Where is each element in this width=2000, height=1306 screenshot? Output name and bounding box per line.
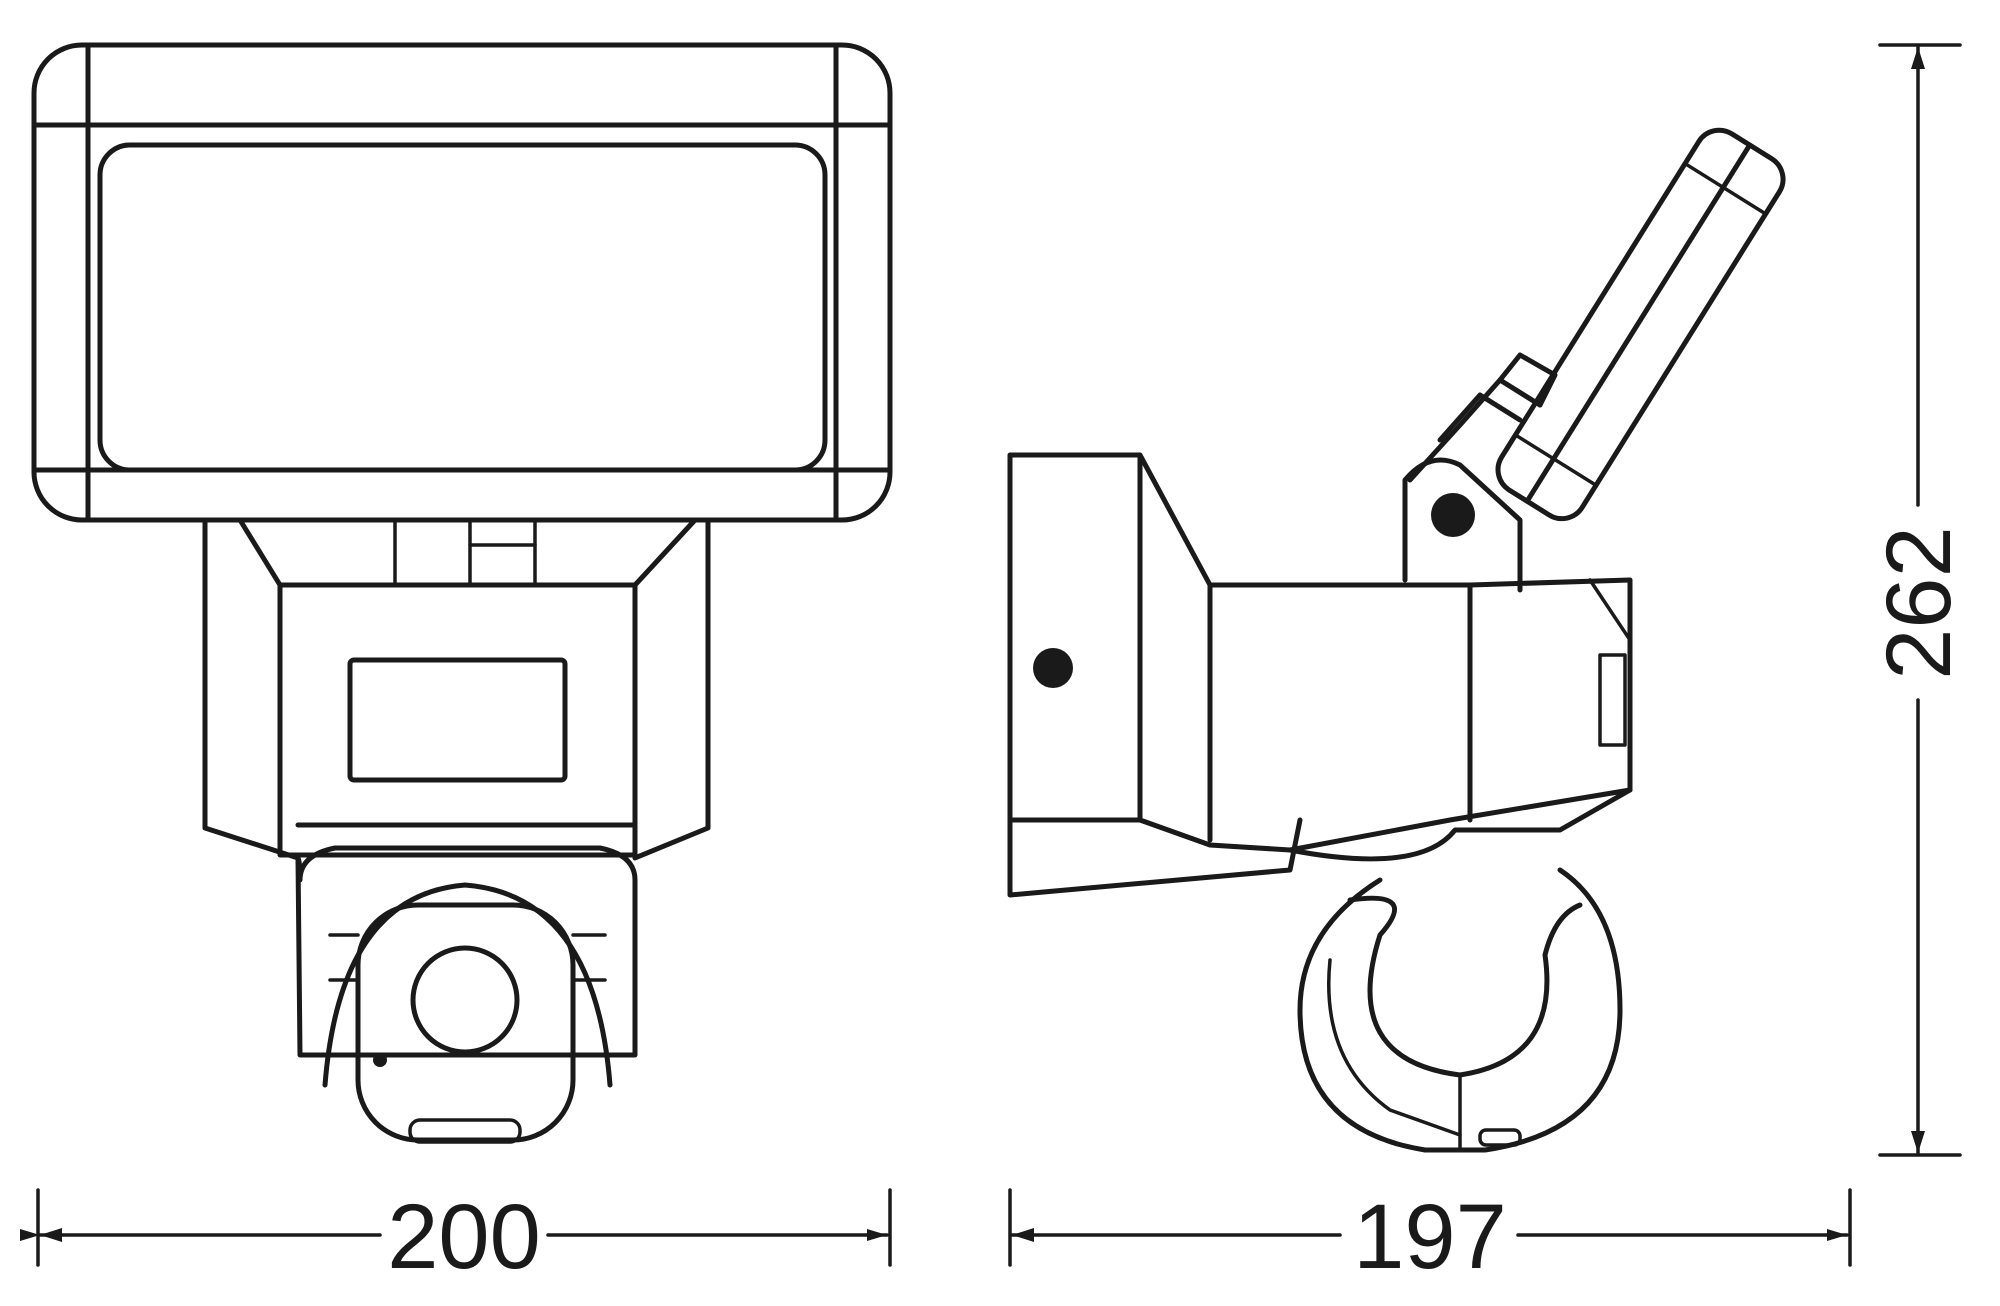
light-panel xyxy=(97,142,828,473)
height-label: 262 xyxy=(1868,526,1970,680)
sensor-window xyxy=(347,657,568,783)
width-label: 200 xyxy=(387,1186,541,1288)
depth-label: 197 xyxy=(1353,1186,1507,1288)
side-wall-mount xyxy=(1007,452,1303,898)
tilted-lamp-head xyxy=(1495,127,1786,522)
front-view xyxy=(31,42,893,1144)
side-view xyxy=(1007,127,1786,1153)
front-sensor-body xyxy=(202,517,711,861)
side-tilted-head xyxy=(1402,127,1786,593)
dimension-width-front: 200 xyxy=(20,1186,892,1288)
side-arm xyxy=(1207,577,1633,862)
mount-screw xyxy=(1033,648,1073,688)
front-lamp-head xyxy=(31,42,893,523)
dimension-height: 262 xyxy=(1868,43,1970,1157)
dimension-depth-side: 197 xyxy=(1008,1186,1852,1288)
camera-lens xyxy=(410,945,520,1055)
camera-housing xyxy=(355,902,576,1143)
hinge-screw xyxy=(1431,493,1475,537)
front-camera xyxy=(295,845,638,1144)
side-camera-ring xyxy=(1297,867,1623,1153)
